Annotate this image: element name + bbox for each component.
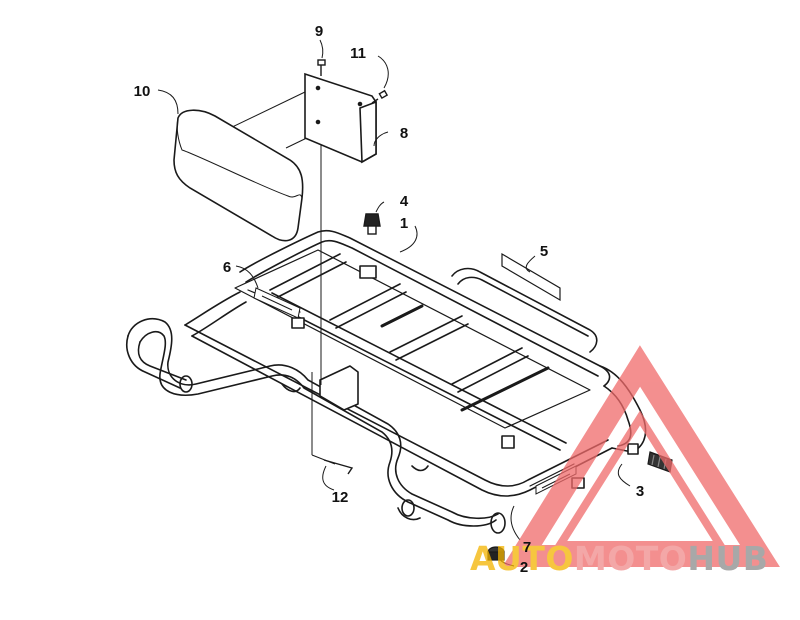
screw-9	[317, 59, 326, 76]
watermark-auto: AUTO	[470, 539, 574, 578]
callout-10: 10	[134, 83, 151, 100]
decal-5	[501, 252, 561, 302]
watermark-moto: MOTO	[574, 539, 687, 578]
decal-6	[253, 287, 301, 319]
callout-3: 3	[636, 483, 644, 500]
screw-11	[371, 89, 389, 104]
backrest-pad	[173, 109, 304, 242]
callout-6: 6	[223, 259, 231, 276]
watermark-hub: HUB	[687, 539, 768, 578]
automotohub-watermark: AUTOMOTOHUB	[470, 345, 780, 578]
backrest-bracket	[304, 72, 377, 164]
grommet-4	[363, 213, 381, 235]
callout-9: 9	[315, 23, 323, 40]
cap-2	[487, 546, 505, 561]
callout-1: 1	[400, 215, 408, 232]
svg-text:AUTOMOTOHUB: AUTOMOTOHUB	[470, 539, 768, 578]
callout-8: 8	[400, 125, 408, 142]
callout-11: 11	[350, 45, 366, 62]
callout-7: 7	[523, 539, 531, 556]
callout-4: 4	[400, 193, 409, 210]
callout-12: 12	[332, 489, 349, 506]
callout-labels: 9 11 10 8 4 1 5 6 3 12 7 2	[134, 23, 645, 576]
callout-2: 2	[520, 559, 528, 576]
callout-5: 5	[540, 243, 548, 260]
watermark-triangle-logo	[502, 345, 780, 567]
pin-12	[323, 459, 354, 475]
rack-floor-plate	[234, 249, 591, 429]
